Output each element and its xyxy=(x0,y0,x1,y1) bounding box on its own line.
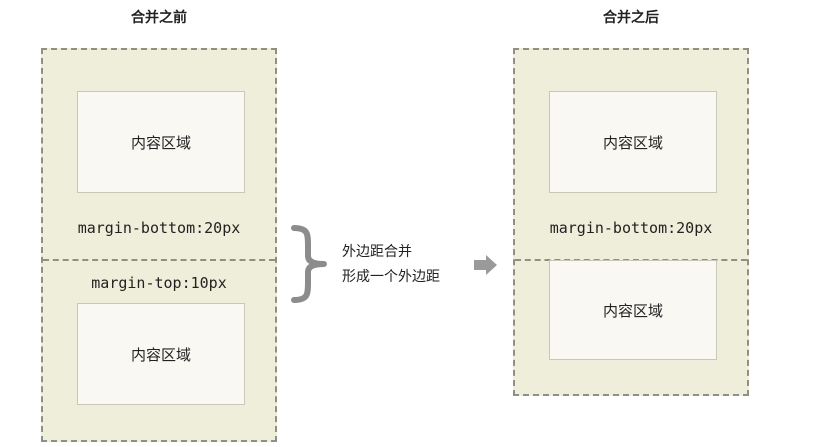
before-top-content-area: 内容区域 xyxy=(77,91,245,193)
explanation-line-1: 外边距合并 xyxy=(342,244,412,260)
explanation-text: 外边距合并 形成一个外边距 xyxy=(342,240,440,290)
before-bottom-content-label: 内容区域 xyxy=(130,345,191,364)
after-container: 内容区域 margin-bottom:20px 内容区域 xyxy=(513,48,749,396)
right-arrow-icon xyxy=(474,255,497,275)
before-margin-bottom-label: margin-bottom:20px xyxy=(77,219,241,237)
after-title: 合并之后 xyxy=(603,10,659,26)
before-box-divider xyxy=(43,259,275,261)
before-margin-top-label: margin-top:10px xyxy=(91,274,227,292)
before-bottom-content-area: 内容区域 xyxy=(77,303,245,405)
after-bottom-content-label: 内容区域 xyxy=(602,301,663,320)
after-margin-bottom-label: margin-bottom:20px xyxy=(549,219,713,237)
before-title: 合并之前 xyxy=(131,10,187,26)
before-container: 内容区域 margin-bottom:20px margin-top:10px … xyxy=(41,48,277,442)
after-top-content-label: 内容区域 xyxy=(602,133,663,152)
after-top-content-area: 内容区域 xyxy=(549,91,717,193)
before-top-content-label: 内容区域 xyxy=(130,133,191,152)
after-bottom-content-area: 内容区域 xyxy=(549,260,717,360)
right-curly-brace-icon xyxy=(291,225,327,303)
explanation-line-2: 形成一个外边距 xyxy=(342,269,440,285)
